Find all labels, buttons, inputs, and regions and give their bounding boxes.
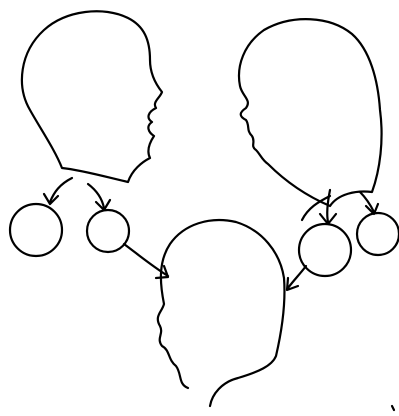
stray-mark bbox=[392, 406, 394, 410]
left-parent-head bbox=[22, 11, 162, 182]
right-gene-to-child-arrow bbox=[288, 266, 306, 288]
left-arrow-to-gene-1 bbox=[50, 178, 72, 202]
right-parent-gene-2 bbox=[357, 213, 399, 255]
right-parent-head bbox=[239, 19, 382, 206]
left-parent-gene-1 bbox=[10, 204, 62, 256]
left-gene-to-child-arrow bbox=[124, 244, 168, 276]
left-parent-gene-2 bbox=[87, 210, 129, 252]
right-arrow-to-gene-2 bbox=[360, 192, 374, 212]
right-parent-gene-1 bbox=[299, 224, 351, 276]
left-arrow-to-gene-2 bbox=[88, 184, 104, 208]
child-head bbox=[158, 220, 285, 406]
